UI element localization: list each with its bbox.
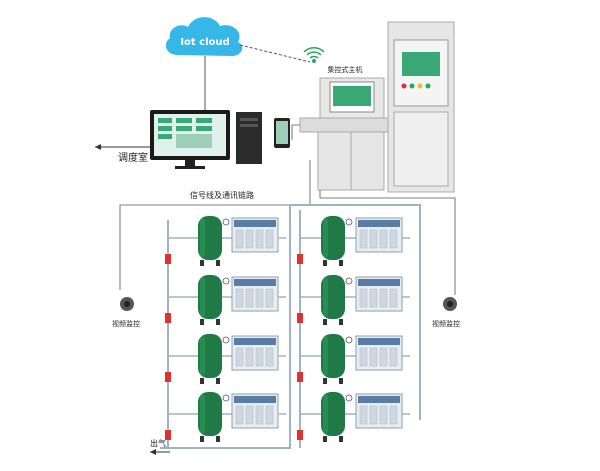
- dispatch-computer: [150, 110, 290, 169]
- signal-line-label: 信号线及通讯链路: [190, 190, 254, 200]
- outlet-arrow: [150, 449, 170, 455]
- dispatch-room-arrow: [95, 144, 150, 150]
- gauge: [222, 277, 230, 285]
- wifi-icon: [303, 47, 325, 63]
- camera-right-label: 视频监控: [432, 319, 460, 328]
- control-host-label: 集控式主机: [328, 65, 363, 74]
- cloud-to-host-link: [239, 44, 311, 63]
- gauge: [345, 336, 353, 344]
- compressor-units: [165, 216, 410, 442]
- compressor-unit: [297, 275, 410, 325]
- control-cabinet: [387, 21, 455, 193]
- dispatch-room-label: 调度室: [118, 151, 148, 164]
- compressor-unit: [165, 216, 286, 266]
- gauge: [222, 394, 230, 402]
- compressor-unit: [165, 334, 286, 384]
- valve: [297, 430, 303, 440]
- valve: [165, 372, 171, 382]
- signal-lines: [119, 124, 456, 295]
- gauge: [222, 336, 230, 344]
- compressor-unit: [297, 392, 410, 442]
- gauge: [345, 394, 353, 402]
- compressor-unit: [165, 275, 286, 325]
- cloud-label: Iot cloud: [180, 37, 229, 48]
- compressor-unit: [165, 392, 286, 442]
- valve: [165, 430, 171, 440]
- outlet-label: 出气: [150, 438, 166, 448]
- control-host: 集控式主机: [299, 65, 405, 191]
- compressor-unit: [297, 334, 410, 384]
- valve: [297, 372, 303, 382]
- camera-left-label: 视频监控: [112, 319, 140, 328]
- gauge: [222, 218, 230, 226]
- valve: [297, 313, 303, 323]
- valve: [165, 313, 171, 323]
- gauge: [345, 218, 353, 226]
- gauge: [345, 277, 353, 285]
- valve: [165, 254, 171, 264]
- camera-right: 视频监控: [432, 297, 460, 328]
- pipe-network: [160, 204, 421, 449]
- iot-cloud: Iot cloud: [165, 17, 243, 56]
- valve: [297, 254, 303, 264]
- camera-left: 视频监控: [112, 297, 140, 328]
- compressor-unit: [297, 216, 410, 266]
- cloud-icon: [165, 17, 243, 56]
